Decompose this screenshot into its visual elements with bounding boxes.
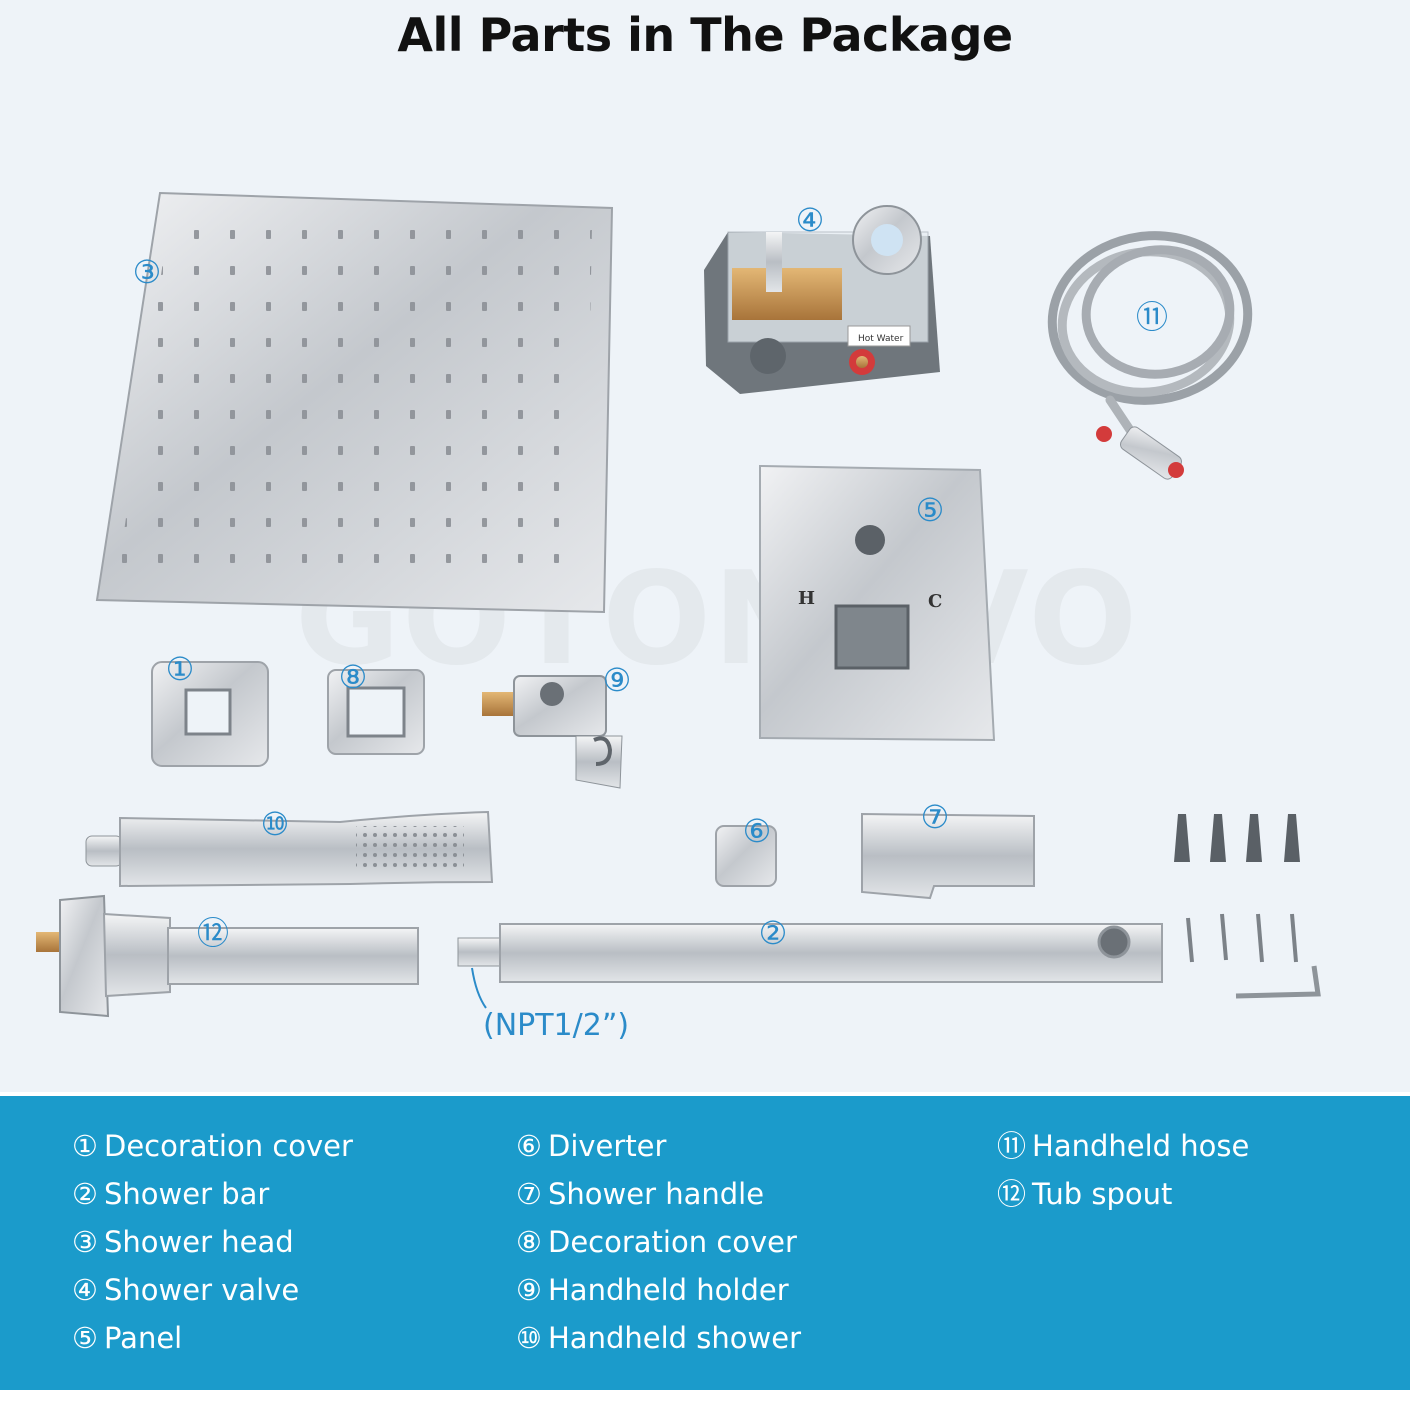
allen-key	[1235, 965, 1321, 999]
panel-hot-mark: H	[798, 588, 815, 609]
callout-12: ⑫	[196, 914, 229, 952]
hose-nut	[1096, 426, 1184, 480]
callout-7: ⑦	[920, 798, 950, 836]
trim-panel	[759, 464, 996, 742]
callout-11: ⑪	[1135, 298, 1168, 336]
shower-bar	[457, 923, 1163, 1009]
valve-hot-water-label: Hot Water	[858, 334, 904, 344]
decoration-cover-1	[151, 661, 269, 767]
thread-size-annotation: (NPT1/2”)	[483, 1008, 630, 1043]
parts-illustration: Hot Water H C	[36, 191, 1321, 1018]
tub-spout	[36, 894, 419, 1018]
panel-cold-mark: C	[928, 591, 942, 612]
callout-6: ⑥	[742, 812, 772, 850]
callout-2: ②	[758, 914, 788, 952]
callout-5: ⑤	[915, 491, 945, 529]
callout-3: ③	[132, 253, 162, 291]
callout-8: ⑧	[338, 658, 368, 696]
shower-head	[95, 191, 614, 614]
shower-valve	[704, 205, 940, 394]
thread-leader-line	[471, 967, 487, 1009]
decoration-cover-8	[327, 669, 425, 755]
handheld-shower	[85, 810, 494, 888]
handheld-hose	[1047, 231, 1253, 465]
diverter-knob	[715, 825, 777, 887]
handheld-holder	[482, 675, 623, 789]
callout-9: ⑨	[602, 661, 632, 699]
mounting-screws	[1186, 913, 1298, 963]
callout-1: ①	[165, 650, 195, 688]
page-title: All Parts in The Package	[397, 8, 1013, 62]
callout-10: ⑩	[260, 805, 290, 843]
parts-photo-area: All Parts in The Package GOTONOVO	[0, 0, 1410, 1092]
shower-handle	[861, 812, 1035, 900]
wall-anchors	[1174, 814, 1300, 862]
callout-4: ④	[795, 201, 825, 239]
